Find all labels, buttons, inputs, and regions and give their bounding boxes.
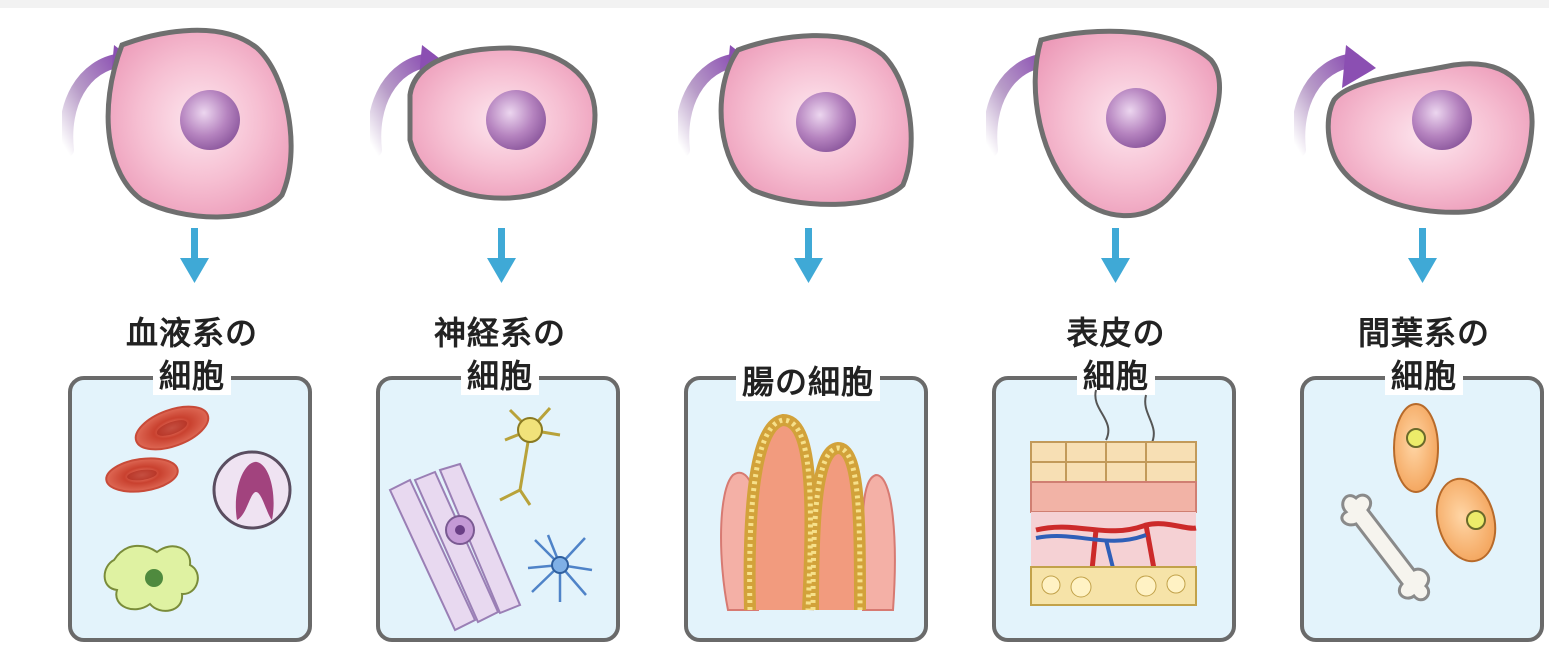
nucleus <box>1412 90 1472 150</box>
stem-cell-5 <box>1294 0 1549 300</box>
column-mesenchymal: 間葉系の 細胞 <box>1294 0 1549 667</box>
label-line1: 間葉系の <box>1294 314 1549 352</box>
skin-cells-icon <box>996 380 1232 638</box>
down-arrow-icon <box>487 258 516 283</box>
stem-cell-2 <box>370 0 670 300</box>
label-line1: 血液系の <box>62 314 322 352</box>
nucleus <box>180 90 240 150</box>
down-arrow-icon <box>180 258 209 283</box>
mesenchymal-cells-icon <box>1304 380 1540 638</box>
intestine-cells-icon <box>688 380 924 638</box>
nerve-cells-icon <box>380 380 616 638</box>
blood-cells-icon <box>72 380 308 638</box>
column-blood: 血液系の 細胞 <box>62 0 362 667</box>
nucleus <box>796 92 856 152</box>
stem-cell-3 <box>678 0 978 300</box>
column-epidermis: 表皮の 細胞 <box>986 0 1286 667</box>
label-line1: 神経系の <box>370 314 630 352</box>
column-intestine: 腸の細胞 <box>678 0 978 667</box>
down-arrow-icon <box>794 258 823 283</box>
down-arrow-icon <box>1408 258 1437 283</box>
nucleus <box>486 90 546 150</box>
nucleus <box>1106 88 1166 148</box>
column-nerve: 神経系の 細胞 <box>370 0 670 667</box>
down-arrow-icon <box>1101 258 1130 283</box>
stem-cell-1 <box>62 0 362 300</box>
label-line1: 表皮の <box>986 314 1246 352</box>
stem-cell-4 <box>986 0 1286 300</box>
